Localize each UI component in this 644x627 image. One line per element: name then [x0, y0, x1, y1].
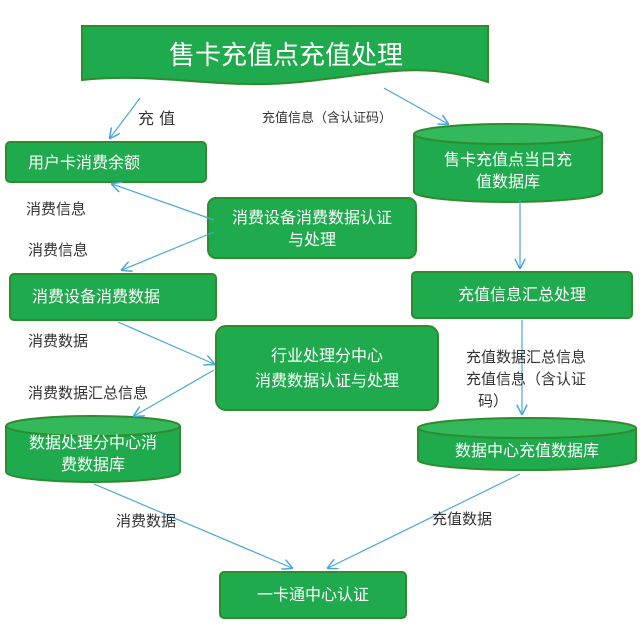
label-consume-info-2: 消费信息 [28, 241, 88, 259]
data-center-db-label: 数据中心充值数据库 [455, 441, 599, 460]
data-center-db-top [417, 417, 637, 439]
arrow-consume-info-2 [122, 231, 215, 270]
label-recharge-summary-1: 充值数据汇总信息 [466, 348, 586, 366]
consume-device-data-label: 消费设备消费数据 [32, 287, 160, 306]
card-auth-label: 一卡通中心认证 [257, 585, 369, 604]
branch-db-label-2: 费数据库 [61, 455, 125, 474]
arrow-consume-summary-info [134, 369, 215, 416]
branch-db-top [5, 415, 181, 437]
arrow-recharge [110, 97, 141, 138]
recharge-summary-label: 充值信息汇总处理 [458, 285, 586, 304]
label-consume-info-1: 消费信息 [26, 200, 86, 218]
label-recharge-summary-3: 码） [478, 392, 508, 410]
label-recharge: 充 值 [138, 109, 175, 128]
consume-device-auth-box [207, 197, 417, 259]
recharge-summary-box [411, 271, 633, 319]
card-sale-db-top [413, 123, 603, 145]
label-consume-data-1: 消费数据 [28, 332, 88, 350]
card-auth-box [219, 571, 407, 619]
arrow-recharge-data [328, 473, 521, 568]
label-consume-summary-info: 消费数据汇总信息 [28, 384, 148, 402]
arrow-consume-info-1 [112, 184, 215, 221]
top-banner-title: 售卡充值点充值处理 [169, 41, 403, 71]
label-consume-data-2: 消费数据 [116, 512, 176, 530]
data-center-db-shape [417, 428, 637, 471]
top-banner-shape [81, 25, 489, 86]
arrow-consume-data-1 [117, 321, 214, 364]
label-recharge-summary-2: 充值信息（含认证 [466, 370, 586, 388]
branch-db-label-1: 数据处理分中心消 [29, 433, 157, 452]
label-recharge-info: 充值信息（含认证码） [262, 110, 392, 126]
user-card-balance-label: 用户卡消费余额 [28, 153, 140, 172]
card-sale-db-shape [413, 134, 603, 203]
consume-device-data-box [9, 273, 217, 321]
card-sale-db-label-2: 值数据库 [476, 172, 540, 191]
label-recharge-data: 充值数据 [432, 510, 492, 528]
arrow-consume-data-2 [93, 483, 292, 568]
industry-center-box [215, 325, 439, 411]
consume-device-auth-label-1: 消费设备消费数据认证 [232, 208, 392, 227]
arrow-recharge-info [383, 87, 448, 124]
industry-center-label-2: 消费数据认证与处理 [255, 371, 399, 390]
card-sale-db-label-1: 售卡充值点当日充 [444, 150, 572, 169]
consume-device-auth-label-2: 与处理 [288, 230, 336, 249]
branch-db-shape [5, 426, 181, 483]
industry-center-label-1: 行业处理分中心 [271, 346, 383, 365]
user-card-balance-box [5, 141, 207, 183]
